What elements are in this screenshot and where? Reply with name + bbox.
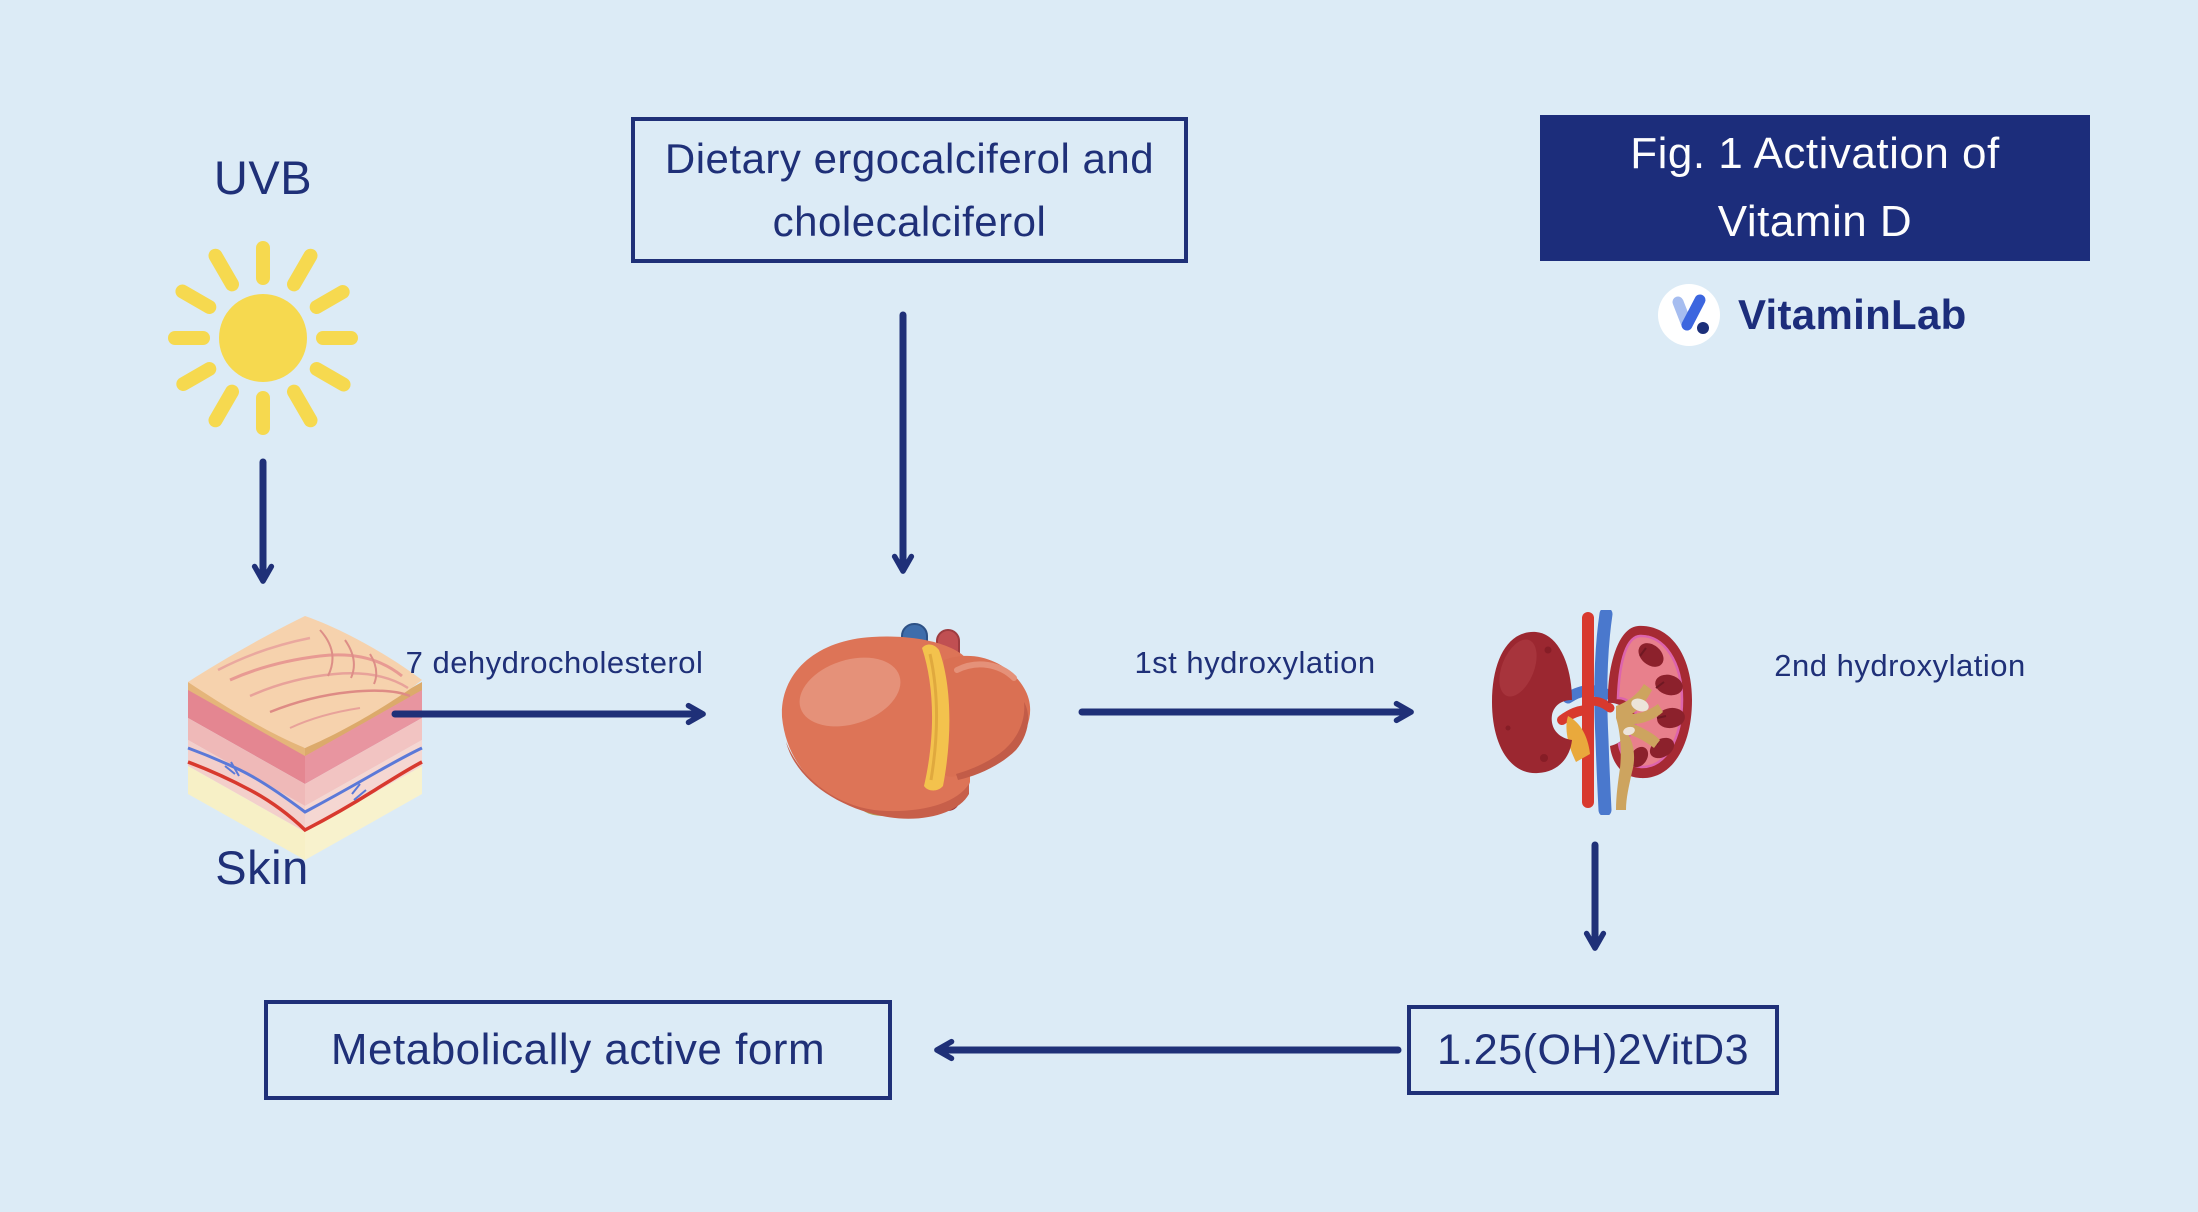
liver-illustration (781, 623, 1031, 819)
skin-label: Skin (215, 841, 309, 894)
uvb-label: UVB (213, 151, 313, 204)
vitd3-box: 1.25(OH)2VitD3 (1407, 1005, 1779, 1095)
second-hydroxylation-label: 2nd hydroxylation (1774, 648, 2026, 683)
figure-title: Fig. 1 Activation of Vitamin D (1540, 115, 2090, 261)
skin-cross-section-illustration (187, 616, 423, 860)
vitaminlab-logo-text: VitaminLab (1738, 291, 1967, 338)
kidney-illustration (1492, 610, 1692, 815)
active-form-box: Metabolically active form (264, 1000, 892, 1100)
first-hydroxylation-label: 1st hydroxylation (1134, 645, 1376, 680)
vitaminlab-v-logo-icon (1658, 284, 1720, 346)
dehydrocholesterol-label: 7 dehydrocholesterol (405, 645, 704, 680)
dietary-ergocalciferol-box: Dietary ergocalciferol and cholecalcifer… (631, 117, 1188, 263)
vitaminlab-logo: VitaminLab (1658, 284, 1967, 346)
sun-icon (168, 241, 358, 435)
